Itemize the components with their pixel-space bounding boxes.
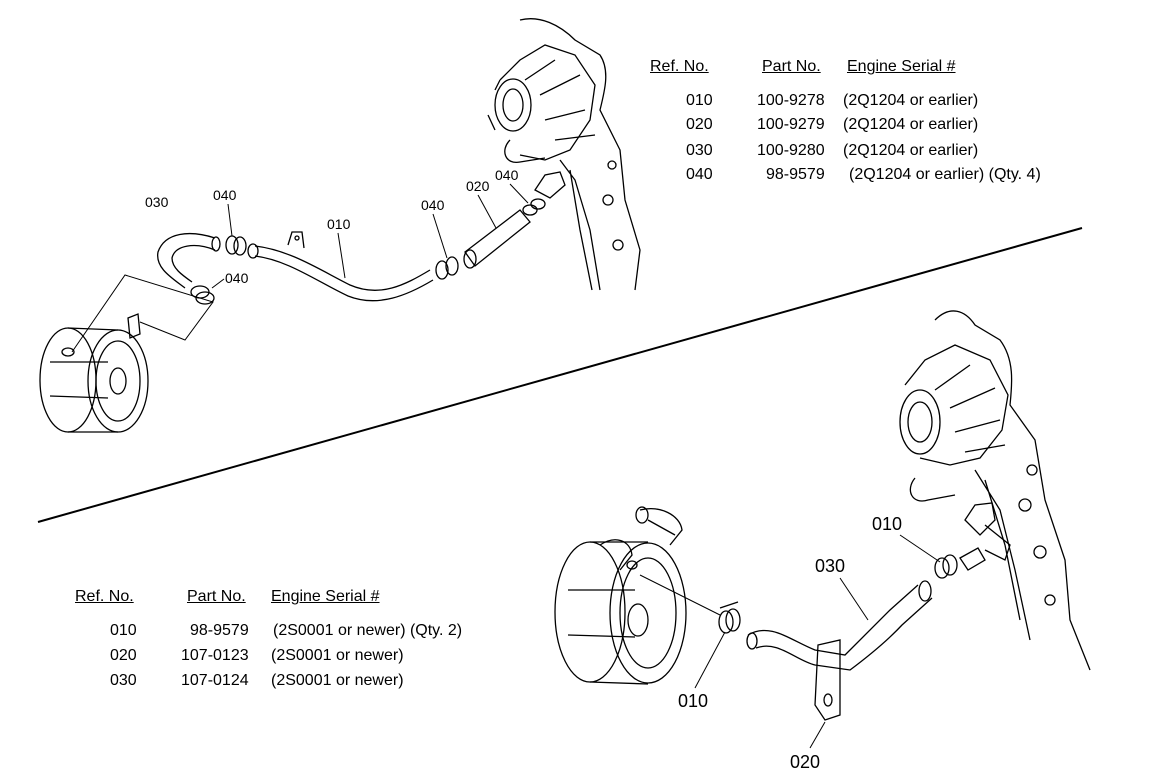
table-row-serial: (2S0001 or newer) (Qty. 2): [273, 622, 463, 639]
callout-040-top-d: 040: [495, 167, 519, 183]
callout-020-top: 020: [466, 178, 490, 194]
callout-010-bottom-b: 010: [678, 691, 708, 711]
pipe-010-top: [247, 231, 434, 302]
table-row-ref: 010: [686, 92, 713, 109]
table-row-serial: (2Q1204 or earlier): [843, 92, 979, 109]
hose-030-top: [157, 232, 221, 289]
header-engine-serial: Engine Serial #: [271, 588, 380, 605]
table-row-serial: (2S0001 or newer): [271, 672, 404, 689]
callout-010-top: 010: [327, 216, 351, 232]
table-row-ref: 040: [686, 166, 713, 183]
water-pump-bottom: [899, 310, 1091, 671]
header-ref-no: Ref. No.: [75, 588, 134, 605]
table-row-serial: (2Q1204 or earlier): [843, 142, 979, 159]
header-part-no: Part No.: [762, 58, 821, 75]
table-row-ref: 010: [110, 622, 137, 639]
oil-cooler-bottom: [554, 506, 687, 685]
table-row-ref: 030: [686, 142, 713, 159]
table-row-ref: 030: [110, 672, 137, 689]
callout-040-top-c: 040: [421, 197, 445, 213]
table-row-part: 100-9280: [757, 142, 825, 159]
hose-020-top: [463, 209, 531, 269]
table-row-part: 107-0123: [181, 647, 249, 664]
callout-040-top-b: 040: [225, 270, 249, 286]
connection-lines-top: [71, 274, 214, 353]
callout-020-bottom: 020: [790, 752, 820, 772]
table-row-part: 98-9579: [190, 622, 249, 639]
hose-030-bottom: [746, 580, 933, 671]
section-divider: [37, 227, 1083, 523]
callout-030-bottom: 030: [815, 556, 845, 576]
table-row-part: 100-9279: [757, 116, 825, 133]
oil-cooler-top: [39, 313, 149, 433]
connection-line-bottom: [639, 574, 721, 616]
clamps-010-bottom: [718, 547, 986, 634]
clamps-040-top: [190, 198, 546, 305]
table-row-part: 100-9278: [757, 92, 825, 109]
header-ref-no: Ref. No.: [650, 58, 709, 75]
table-row-part: 98-9579: [766, 166, 825, 183]
callout-010-bottom-a: 010: [872, 514, 902, 534]
table-row-ref: 020: [686, 116, 713, 133]
table-row-part: 107-0124: [181, 672, 249, 689]
table-row-serial: (2S0001 or newer): [271, 647, 404, 664]
water-pump-top: [487, 18, 641, 291]
table-row-serial: (2Q1204 or earlier): [843, 116, 979, 133]
table-row-ref: 020: [110, 647, 137, 664]
bracket-020-bottom: [814, 639, 841, 721]
callout-040-top-a: 040: [213, 187, 237, 203]
header-part-no: Part No.: [187, 588, 246, 605]
table-row-serial: (2Q1204 or earlier) (Qty. 4): [849, 166, 1041, 183]
callout-030-top: 030: [145, 194, 169, 210]
header-engine-serial: Engine Serial #: [847, 58, 956, 75]
